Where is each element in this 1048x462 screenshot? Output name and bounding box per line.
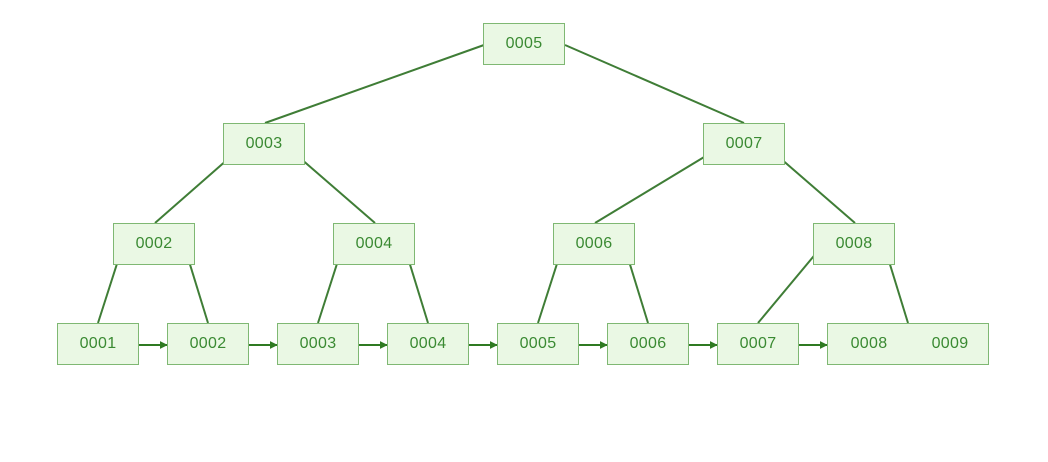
edge-root-to-0007: [564, 44, 745, 124]
edge-root-to-0003: [264, 44, 485, 124]
leaf-key: 0005: [519, 335, 557, 352]
leaf-node-7: 0007: [717, 323, 799, 365]
leaf-key: 0001: [79, 335, 117, 352]
root-node: 0005: [483, 23, 565, 65]
internal-key: 0003: [245, 135, 283, 152]
internal-key: 0006: [575, 235, 613, 252]
leaf-key: 0008: [850, 335, 888, 352]
internal-node-0002: 0002: [113, 223, 195, 265]
leaf-node-8: 0008 0009: [827, 323, 989, 365]
root-key: 0005: [505, 35, 543, 52]
leaf-node-1: 0001: [57, 323, 139, 365]
edge-0007-to-0006: [594, 144, 725, 224]
internal-key: 0008: [835, 235, 873, 252]
leaf-node-3: 0003: [277, 323, 359, 365]
leaf-node-5: 0005: [497, 323, 579, 365]
leaf-key: 0004: [409, 335, 447, 352]
leaf-key: 0007: [739, 335, 777, 352]
internal-key: 0004: [355, 235, 393, 252]
leaf-node-6: 0006: [607, 323, 689, 365]
internal-key: 0007: [725, 135, 763, 152]
leaf-key: 0002: [189, 335, 227, 352]
internal-node-0007: 0007: [703, 123, 785, 165]
leaf-key: 0003: [299, 335, 337, 352]
internal-node-0004: 0004: [333, 223, 415, 265]
internal-node-0008: 0008: [813, 223, 895, 265]
leaf-node-4: 0004: [387, 323, 469, 365]
leaf-key: 0009: [931, 335, 969, 352]
internal-key: 0002: [135, 235, 173, 252]
leaf-key: 0006: [629, 335, 667, 352]
internal-node-0003: 0003: [223, 123, 305, 165]
edge-0008-to-leaf-7: [757, 244, 824, 324]
leaf-node-2: 0002: [167, 323, 249, 365]
internal-node-0006: 0006: [553, 223, 635, 265]
